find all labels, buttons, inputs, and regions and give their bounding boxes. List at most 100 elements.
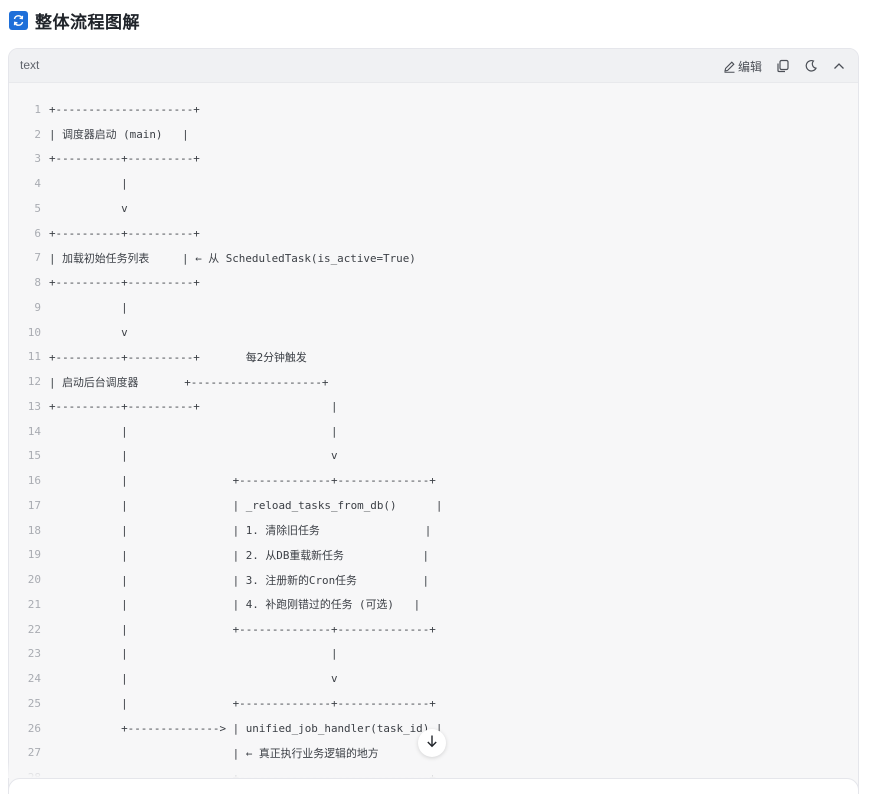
line-number: 13 [27,399,41,413]
code-line-text: | | _reload_tasks_from_db() | [49,498,443,512]
line-number: 17 [27,498,41,512]
code-line: 11 +----------+----------+ 每2分钟触发 [9,345,858,370]
bottom-panel [8,778,859,794]
line-number: 7 [34,251,41,265]
code-line-text: +---------------------+ [49,102,200,116]
line-number: 5 [34,201,41,215]
language-label: text [20,58,40,72]
code-line-text: | 启动后台调度器 +--------------------+ [49,375,329,389]
line-number: 21 [27,597,41,611]
code-line-text: | +--------------+--------------+ [49,474,436,488]
code-line-text: +--------------> | unified_job_handler(t… [49,721,443,735]
code-line: 19 | | 2. 从DB重载新任务 | [9,543,858,568]
line-number: 25 [27,696,41,710]
code-line-text: | | 4. 补跑刚错过的任务 (可选) | [49,598,421,612]
code-line: 10 v [9,320,858,345]
line-number: 12 [27,375,41,389]
code-line: 12 | 启动后台调度器 +--------------------+ [9,369,858,394]
code-line: 13 +----------+----------+ | [9,394,858,419]
code-line: 3 +----------+----------+ [9,147,858,172]
line-number: 16 [27,474,41,488]
code-line: 18 | | 1. 清除旧任务 | [9,518,858,543]
code-line-text: | [49,177,128,191]
edit-label: 编辑 [737,59,762,74]
code-line: 17 | | _reload_tasks_from_db() | [9,493,858,518]
code-block-header: text 编辑 [9,49,858,83]
line-number: 1 [34,102,41,116]
code-line: 4 | [9,171,858,196]
code-line-text: v [49,201,128,215]
code-line: 5 v [9,196,858,221]
code-line-text: | v [49,449,338,463]
code-line: 1 +---------------------+ [9,97,858,122]
code-fade-overlay [8,762,857,778]
code-line: 15 | v [9,444,858,469]
code-line-text: | v [49,672,338,686]
line-number: 26 [27,721,41,735]
code-line: 27 | ← 真正执行业务逻辑的地方 [9,741,858,766]
line-number: 8 [34,276,41,290]
line-number: 24 [27,672,41,686]
code-line: 14 | | [9,419,858,444]
line-number: 4 [34,177,41,191]
collapse-button[interactable] [832,59,846,73]
code-line-text: | | 2. 从DB重载新任务 | [49,548,430,562]
code-line: 6 +----------+----------+ [9,221,858,246]
edit-button[interactable]: 编辑 [723,58,762,75]
moon-icon [804,59,818,73]
line-number: 9 [34,300,41,314]
code-block: text 编辑 [8,48,859,794]
copy-icon [776,59,790,73]
code-line: 23 | | [9,642,858,667]
code-line-text: | +--------------+--------------+ [49,696,436,710]
code-line: 16 | +--------------+--------------+ [9,468,858,493]
code-line-text: | | 3. 注册新的Cron任务 | [49,573,430,587]
section-heading: 整体流程图解 [9,8,140,33]
chevron-up-icon [832,59,846,73]
line-number: 2 [34,127,41,141]
line-number: 15 [27,449,41,463]
line-number: 11 [27,350,41,364]
line-number: 6 [34,226,41,240]
line-number: 23 [27,647,41,661]
line-number: 19 [27,548,41,562]
code-line-text: | ← 真正执行业务逻辑的地方 [49,746,379,760]
line-number: 18 [27,523,41,537]
code-line-text: | [49,300,128,314]
code-line-text: | 加载初始任务列表 | ← 从 ScheduledTask(is_active… [49,251,416,265]
code-line: 24 | v [9,666,858,691]
theme-toggle-button[interactable] [804,59,818,73]
code-line-text: | | [49,424,338,438]
line-number: 27 [27,746,41,760]
code-line: 2 | 调度器启动 (main) | [9,122,858,147]
code-line: 9 | [9,295,858,320]
code-line: 25 | +--------------+--------------+ [9,691,858,716]
pencil-icon [723,60,736,73]
code-line: 7 | 加载初始任务列表 | ← 从 ScheduledTask(is_activ… [9,246,858,271]
code-line-text: +----------+----------+ [49,226,200,240]
code-line: 8 +----------+----------+ [9,270,858,295]
line-number: 20 [27,573,41,587]
code-line-text: +----------+----------+ 每2分钟触发 [49,350,307,364]
line-number: 14 [27,424,41,438]
code-line: 20 | | 3. 注册新的Cron任务 | [9,567,858,592]
code-line-text: +----------+----------+ [49,152,200,166]
code-content: 1 +---------------------+ 2 | 调度器启动 (main) … [9,97,858,790]
scroll-to-bottom-button[interactable] [418,729,446,757]
section-title: 整体流程图解 [35,12,140,33]
arrow-down-icon [425,734,439,752]
line-number: 22 [27,622,41,636]
code-line: 21 | | 4. 补跑刚错过的任务 (可选) | [9,592,858,617]
refresh-icon [9,10,28,30]
code-line-text: +----------+----------+ | [49,399,338,413]
code-line-text: +----------+----------+ [49,276,200,290]
line-number: 3 [34,152,41,166]
code-line-text: | | 1. 清除旧任务 | [49,524,432,538]
copy-button[interactable] [776,59,790,73]
code-toolbar: 编辑 [709,56,846,76]
line-number: 10 [27,325,41,339]
code-line-text: v [49,325,128,339]
code-line: 26 +--------------> | unified_job_handle… [9,716,858,741]
code-line-text: | 调度器启动 (main) | [49,128,189,142]
